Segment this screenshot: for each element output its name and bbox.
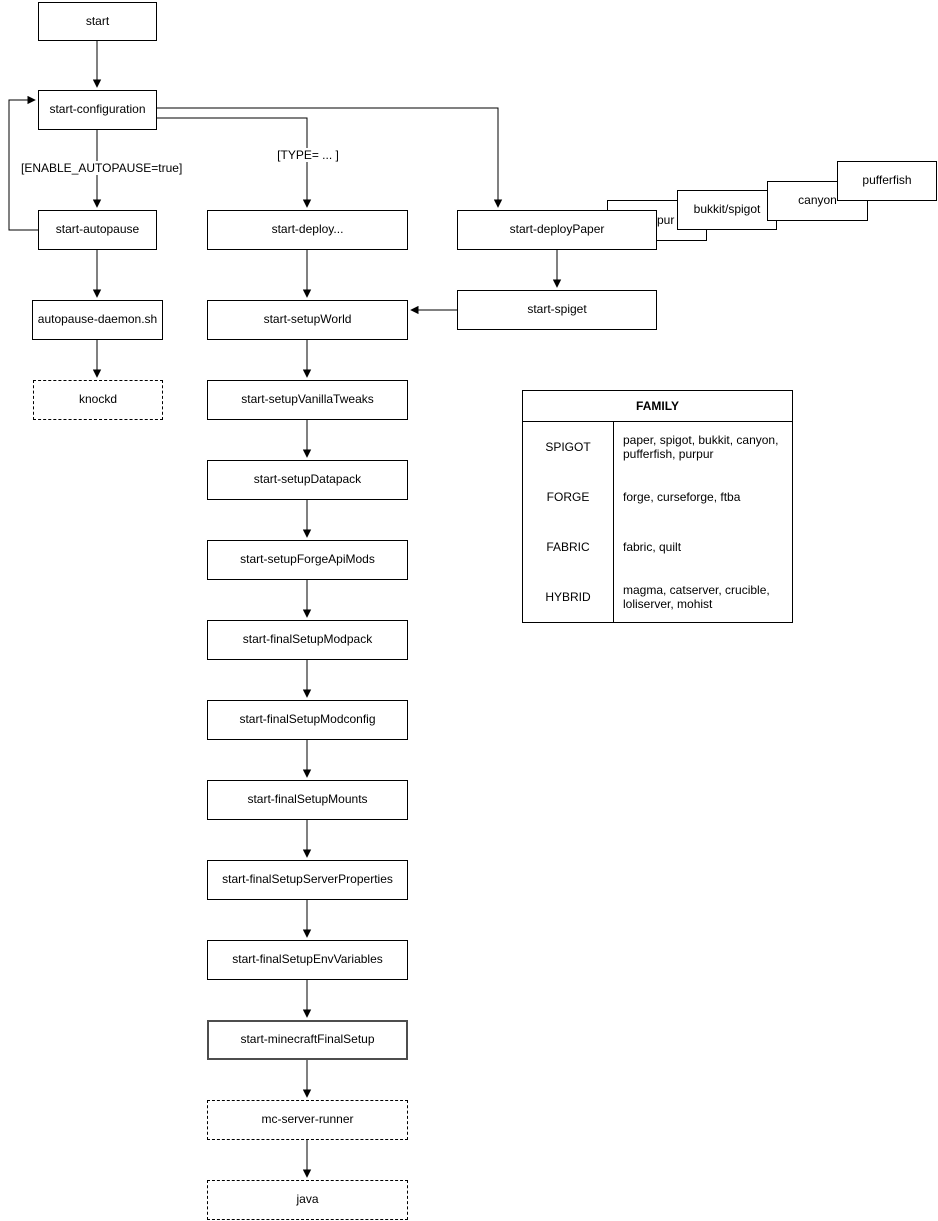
node-start-configuration: start-configuration	[38, 90, 157, 130]
node-start: start	[38, 2, 157, 41]
node-bukkit-spigot: bukkit/spigot	[677, 190, 777, 230]
family-name: FORGE	[523, 472, 614, 522]
edge-configuration-to-deploy	[157, 117, 312, 208]
family-members: paper, spigot, bukkit, canyon, pufferfis…	[623, 432, 779, 461]
node-autopause-daemon-sh: autopause-daemon.sh	[32, 300, 163, 340]
family-members: fabric, quilt	[623, 539, 682, 554]
node-start-spiget: start-spiget	[457, 290, 657, 330]
table-row: HYBRID magma, catserver, crucible, lolis…	[523, 572, 792, 622]
table-row: FABRIC fabric, quilt	[523, 522, 792, 572]
node-start-minecraft-final-setup: start-minecraftFinalSetup	[207, 1020, 408, 1060]
node-pufferfish: pufferfish	[837, 161, 937, 201]
node-start-deploy-paper: start-deployPaper	[457, 210, 657, 250]
node-start-final-setup-server-properties: start-finalSetupServerProperties	[207, 860, 408, 900]
family-members: magma, catserver, crucible, loliserver, …	[623, 582, 770, 611]
family-name: SPIGOT	[523, 422, 614, 472]
node-start-setup-vanilla-tweaks: start-setupVanillaTweaks	[207, 380, 408, 420]
edge-label-enable-autopause: [ENABLE_AUTOPAUSE=true]	[21, 161, 183, 175]
node-knockd: knockd	[33, 380, 163, 420]
table-row: SPIGOT paper, spigot, bukkit, canyon, pu…	[523, 422, 792, 472]
family-members: forge, curseforge, ftba	[623, 489, 741, 504]
family-name: HYBRID	[523, 572, 614, 622]
node-start-setup-world: start-setupWorld	[207, 300, 408, 340]
node-mc-server-runner: mc-server-runner	[207, 1100, 408, 1140]
family-table: FAMILY SPIGOT paper, spigot, bukkit, can…	[522, 390, 793, 623]
edge-autopause-loop-to-configuration	[8, 95, 38, 231]
node-start-setup-forge-api-mods: start-setupForgeApiMods	[207, 540, 408, 580]
family-name: FABRIC	[523, 522, 614, 572]
node-start-final-setup-env-variables: start-finalSetupEnvVariables	[207, 940, 408, 980]
node-start-final-setup-modpack: start-finalSetupModpack	[207, 620, 408, 660]
node-start-final-setup-modconfig: start-finalSetupModconfig	[207, 700, 408, 740]
node-start-final-setup-mounts: start-finalSetupMounts	[207, 780, 408, 820]
family-table-title: FAMILY	[523, 391, 792, 422]
node-start-autopause: start-autopause	[38, 210, 157, 250]
node-java: java	[207, 1180, 408, 1220]
edge-configuration-to-deploy-paper	[157, 107, 503, 208]
node-start-setup-datapack: start-setupDatapack	[207, 460, 408, 500]
table-row: FORGE forge, curseforge, ftba	[523, 472, 792, 522]
node-start-deploy: start-deploy...	[207, 210, 408, 250]
edge-label-type: [TYPE= ... ]	[274, 148, 342, 162]
